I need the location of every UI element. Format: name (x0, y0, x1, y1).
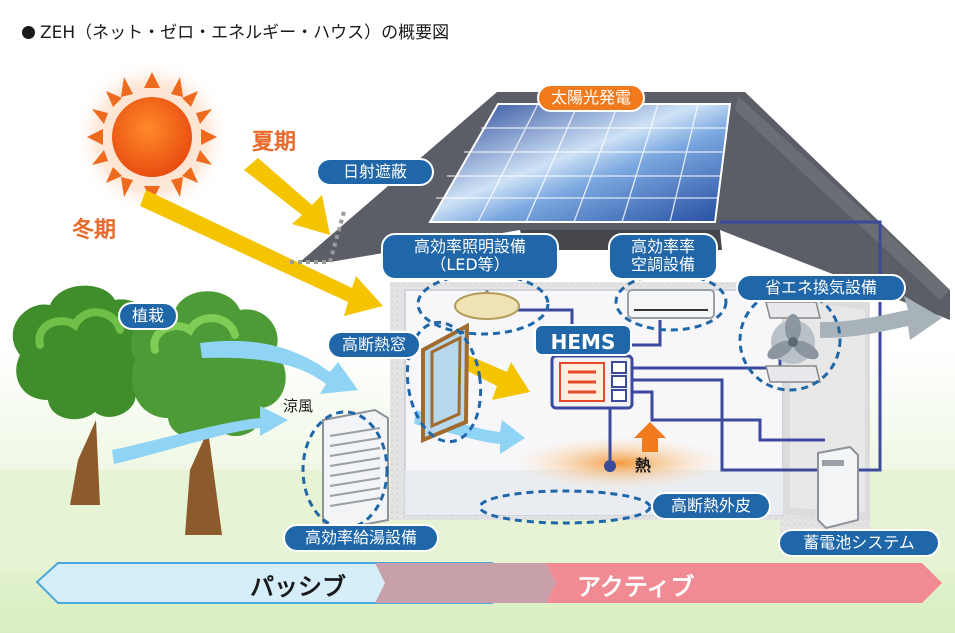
sun-icon (74, 59, 230, 215)
sun-rays (140, 158, 530, 400)
shade-line (290, 207, 347, 264)
exhaust-arrow (820, 296, 942, 340)
label-solar-power: 太陽光発電 (537, 84, 645, 113)
label-sun-shading: 日射遮蔽 (316, 158, 434, 187)
label-summer: 夏期 (252, 130, 297, 155)
label-ventilation: 省エネ換気設備 (736, 274, 906, 303)
label-battery: 蓄電池システム (778, 529, 940, 558)
label-active: アクティブ (577, 573, 695, 601)
passive-active-bar (35, 562, 942, 604)
label-planting: 植栽 (118, 302, 178, 331)
hems-panel-icon (550, 354, 634, 410)
label-winter: 冬期 (72, 218, 117, 243)
lamp-icon (454, 290, 520, 320)
heat-arrow (634, 422, 666, 452)
fan-icon (765, 301, 821, 383)
label-envelope: 高断熱外皮 (651, 492, 771, 521)
air-conditioner-icon (627, 289, 715, 319)
label-cool-breeze: 涼風 (283, 397, 314, 415)
label-window: 高断熱窓 (327, 331, 421, 360)
battery-icon (817, 445, 859, 530)
highlight-outlines (301, 272, 842, 530)
heat-glow (510, 435, 730, 491)
label-passive: パッシブ (250, 573, 346, 601)
page-title: ZEH（ネット・ゼロ・エネルギー・ハウス）の概要図 (22, 18, 449, 43)
label-water-heater: 高効率給湯設備 (283, 524, 439, 553)
label-hems: HEMS (534, 324, 632, 356)
label-lighting: 高効率照明設備 （LED等） (381, 233, 559, 280)
label-air-conditioning: 高効率率 空調設備 (608, 233, 718, 280)
solar-panel-icon (428, 103, 732, 223)
water-heater-icon (322, 408, 389, 532)
label-heat: 熱 (635, 456, 652, 475)
window-icon (421, 322, 470, 444)
